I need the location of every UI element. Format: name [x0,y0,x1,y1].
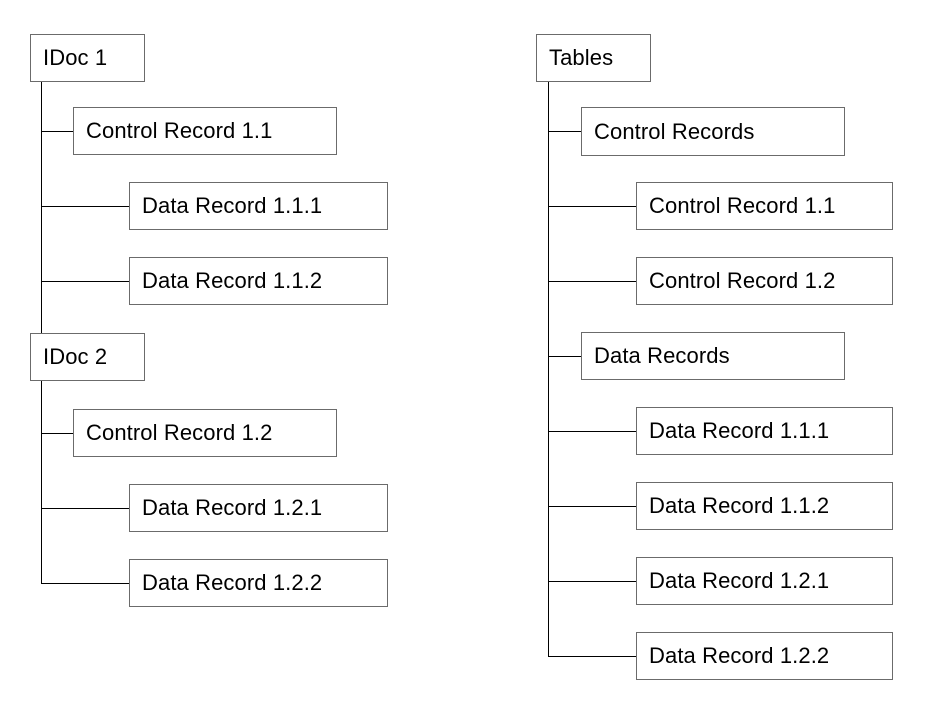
branch-control-record-12 [548,281,636,282]
branch-control-record-11 [548,206,636,207]
node-control-record-1-2[interactable]: Control Record 1.2 [636,257,893,305]
node-idoc-1[interactable]: IDoc 1 [30,34,145,82]
node-label: Data Record 1.1.2 [142,268,323,293]
node-tables[interactable]: Tables [536,34,651,82]
node-label: Data Record 1.1.1 [649,418,830,443]
node-label: Data Record 1.2.2 [142,570,323,595]
node-label: Tables [549,45,614,70]
node-label: Data Records [594,343,730,368]
branch-data-records [548,356,581,357]
node-data-record-1-2-1[interactable]: Data Record 1.2.1 [636,557,893,605]
node-label: Control Record 1.2 [649,268,836,293]
node-label: IDoc 1 [43,45,108,70]
node-data-records[interactable]: Data Records [581,332,845,380]
node-label: Control Record 1.2 [86,420,273,445]
node-label: IDoc 2 [43,344,108,369]
node-label: Data Record 1.2.1 [649,568,830,593]
node-data-record-1-1-2[interactable]: Data Record 1.1.2 [129,257,388,305]
branch-data-record-122 [41,583,129,584]
idoc1-spine [41,81,42,206]
node-data-record-1-1-2[interactable]: Data Record 1.1.2 [636,482,893,530]
node-label: Control Records [594,118,755,144]
branch-control-record-11 [41,131,73,132]
node-label: Data Record 1.1.2 [649,493,830,518]
node-idoc-2[interactable]: IDoc 2 [30,333,145,381]
idoc2-spine [41,206,42,583]
branch-data-record-111 [548,431,636,432]
node-control-records[interactable]: Control Records [581,107,845,156]
node-label: Control Record 1.1 [86,118,273,143]
branch-control-records [548,131,581,132]
tables-spine [548,81,549,656]
node-label: Data Record 1.2.2 [649,643,830,668]
node-control-record-1-1[interactable]: Control Record 1.1 [73,107,337,155]
branch-data-record-112 [548,506,636,507]
node-label: Control Record 1.1 [649,193,836,218]
branch-data-record-121 [41,508,129,509]
node-control-record-1-1[interactable]: Control Record 1.1 [636,182,893,230]
node-label: Data Record 1.1.1 [142,193,323,218]
node-control-record-1-2[interactable]: Control Record 1.2 [73,409,337,457]
node-data-record-1-2-1[interactable]: Data Record 1.2.1 [129,484,388,532]
branch-data-record-122 [548,656,636,657]
node-data-record-1-2-2[interactable]: Data Record 1.2.2 [129,559,388,607]
branch-data-record-112 [41,281,129,282]
branch-control-record-12 [41,433,73,434]
branch-data-record-111 [41,206,129,207]
node-data-record-1-1-1[interactable]: Data Record 1.1.1 [129,182,388,230]
node-data-record-1-2-2[interactable]: Data Record 1.2.2 [636,632,893,680]
branch-data-record-121 [548,581,636,582]
node-label: Data Record 1.2.1 [142,495,323,520]
node-data-record-1-1-1[interactable]: Data Record 1.1.1 [636,407,893,455]
